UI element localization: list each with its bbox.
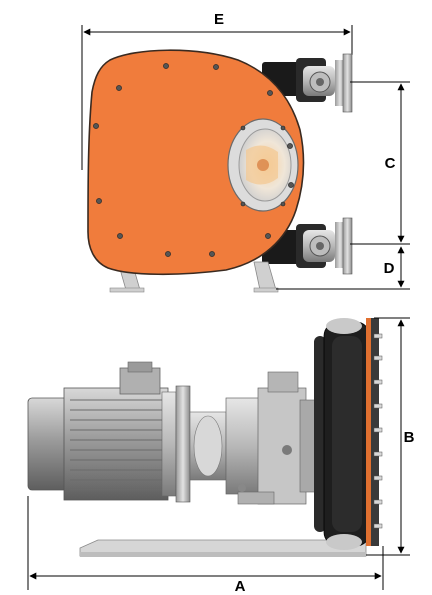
dimension-c-label: C <box>385 155 396 172</box>
side-view: B A <box>27 317 415 595</box>
upper-port <box>262 53 353 113</box>
right-foot <box>253 261 277 291</box>
coupling <box>189 411 227 481</box>
inspection-window <box>227 118 299 212</box>
front-view: E <box>81 11 410 293</box>
gearbox <box>225 371 321 505</box>
dimension-a-label: A <box>235 578 246 595</box>
pump-casing <box>87 49 305 276</box>
casing-bolts <box>93 63 294 257</box>
dimension-d-label: D <box>384 260 395 277</box>
pump-head <box>314 318 379 550</box>
pump-head-bolts <box>373 333 383 529</box>
lower-port <box>262 217 353 275</box>
dimension-b-label: B <box>404 429 415 446</box>
dimension-e-label: E <box>214 11 224 28</box>
electric-motor <box>27 361 191 503</box>
